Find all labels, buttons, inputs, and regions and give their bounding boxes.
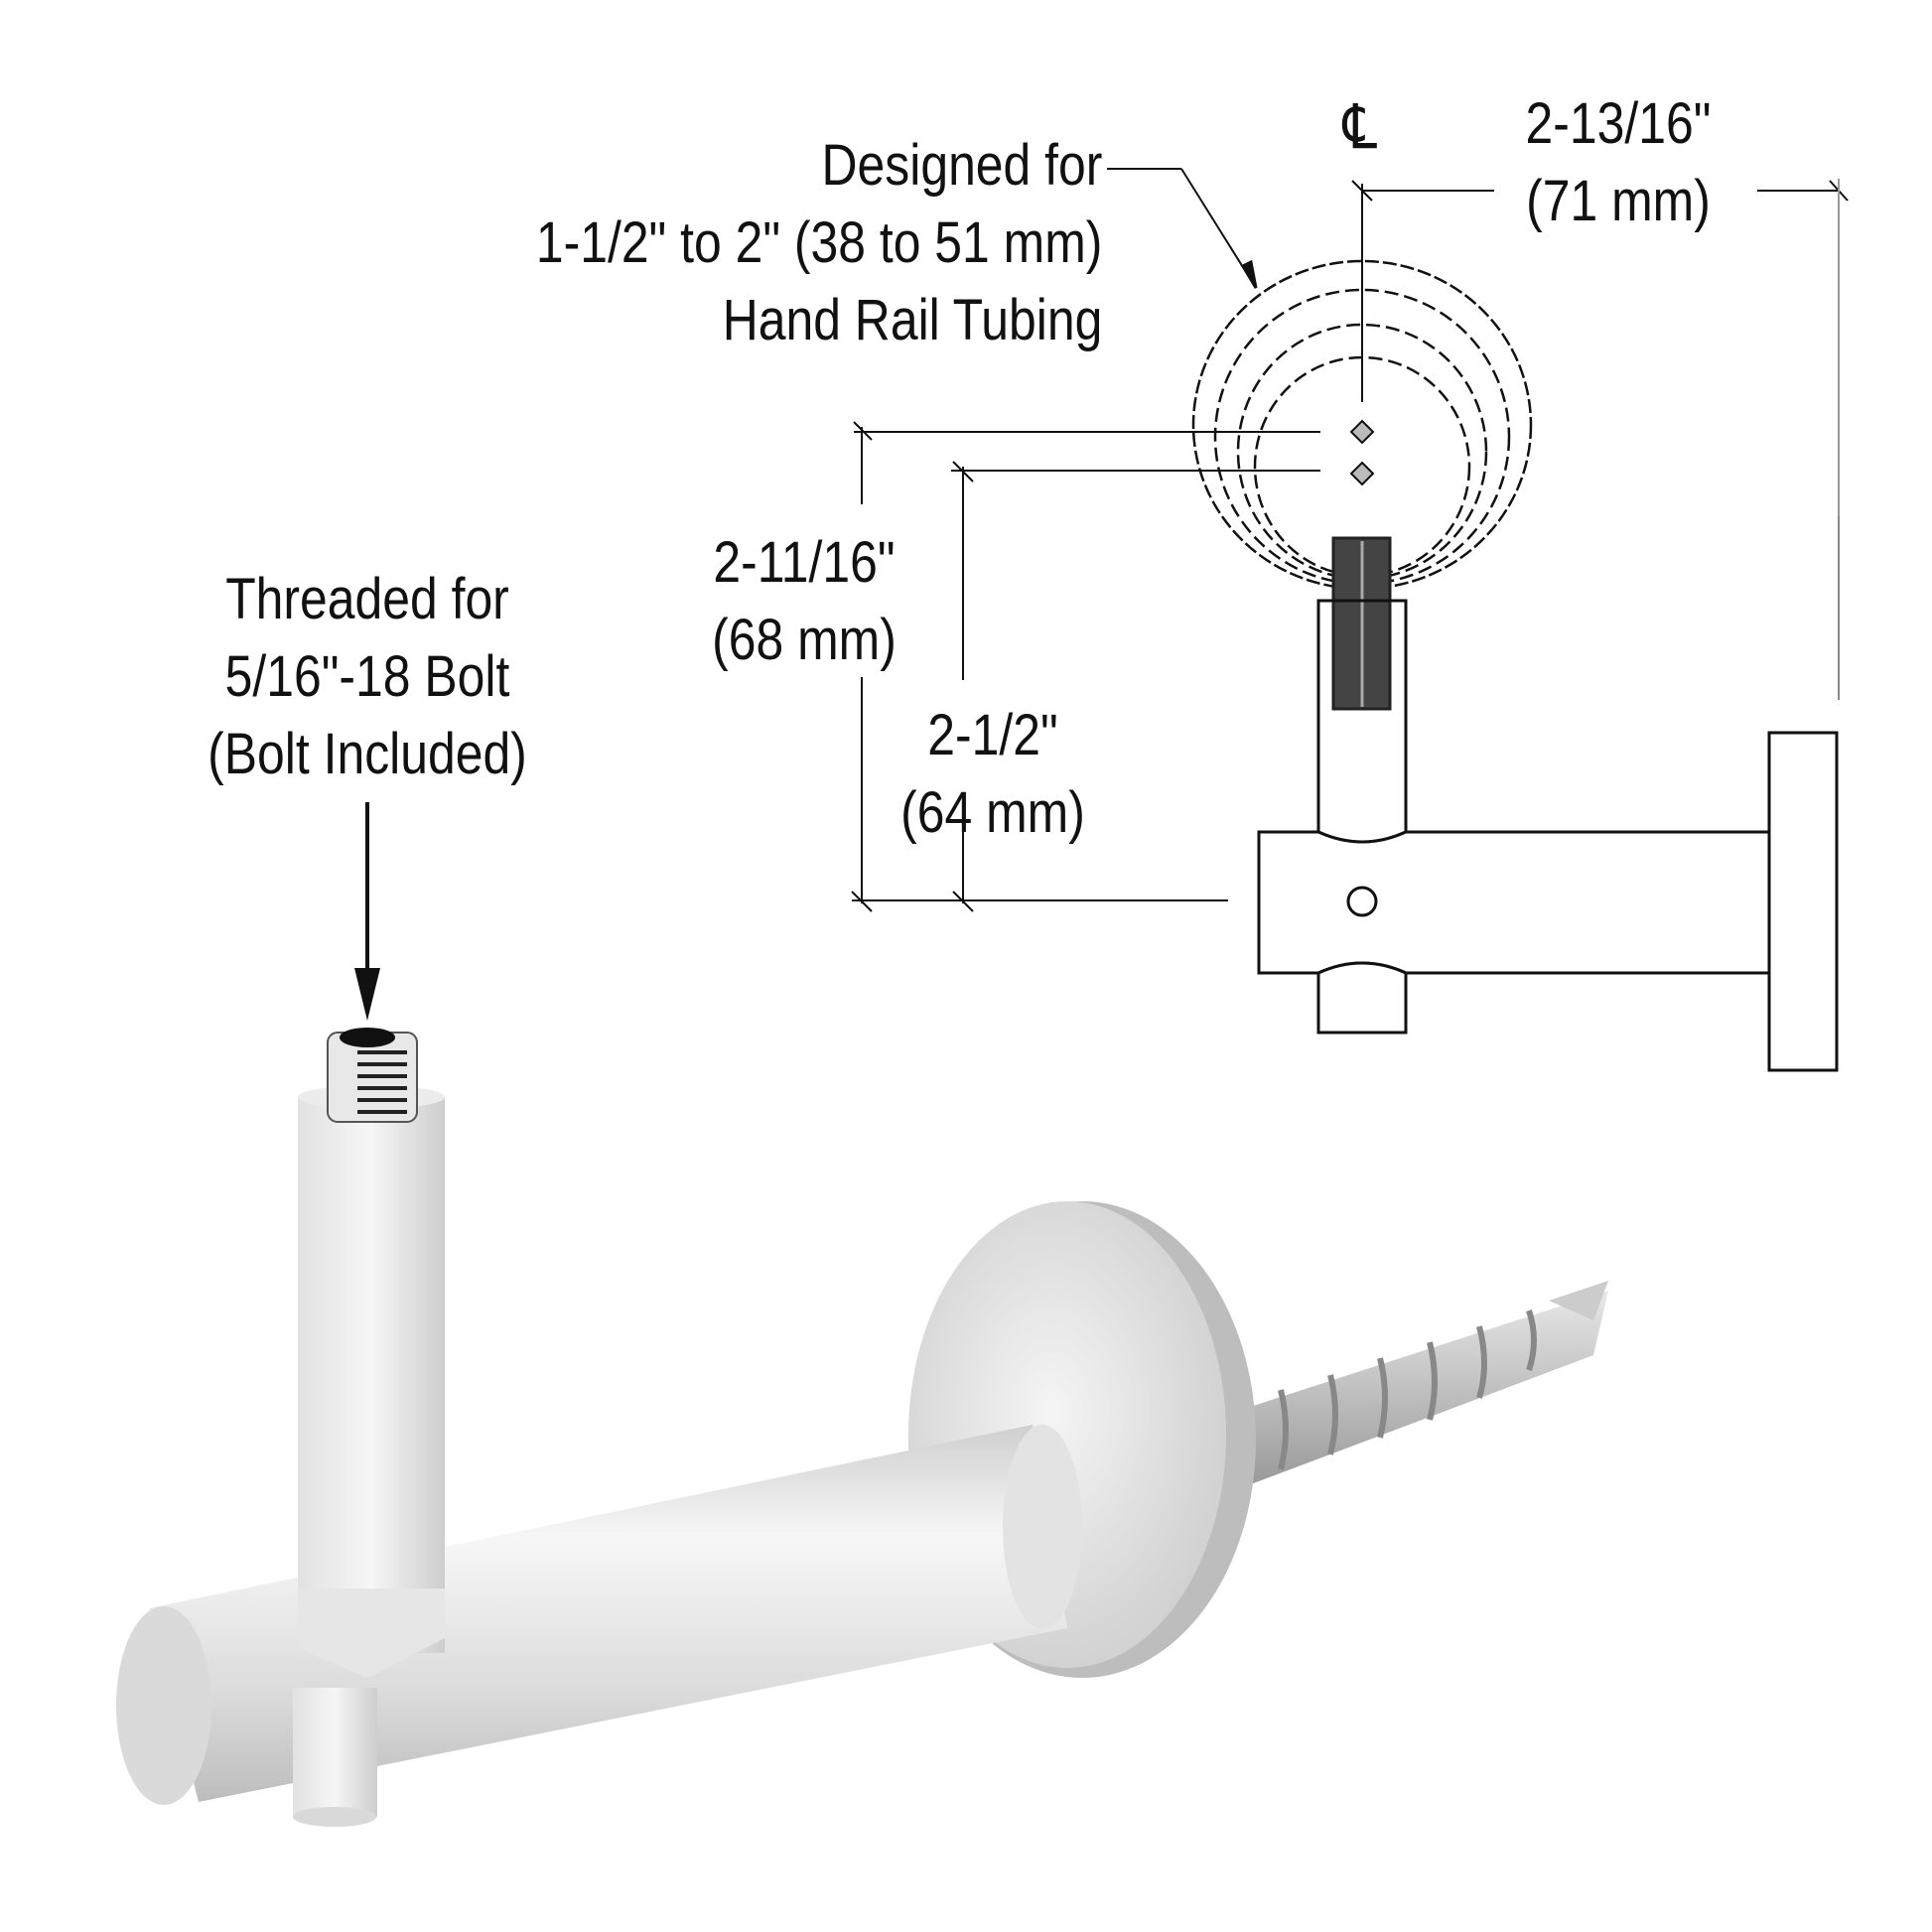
center-point-upper: [1349, 419, 1375, 445]
dimension-horizontal-metric: (71 mm): [1526, 169, 1711, 233]
dimension-height-max: 2-11/16" (68 mm): [676, 524, 932, 679]
support-arm: [149, 1425, 1067, 1802]
tubing-callout-line-2: 1-1/2" to 2" (38 to 51 mm): [535, 210, 1102, 275]
threaded-insert: [327, 1028, 418, 1123]
thread-callout-line-1: Threaded for: [225, 567, 509, 631]
dimension-height-min-metric: (64 mm): [900, 780, 1085, 845]
arm-drawing: [1257, 830, 1771, 975]
lag-screw: [1241, 1281, 1608, 1484]
thread-callout-line-2: 5/16"-18 Bolt: [224, 644, 510, 709]
dimension-horizontal-imperial: 2-13/16": [1525, 91, 1712, 156]
center-point-lower: [1349, 461, 1375, 486]
dimension-height-max-metric: (68 mm): [712, 608, 897, 672]
tubing-callout: Designed for 1-1/2" to 2" (38 to 51 mm) …: [536, 127, 1102, 359]
dimension-horizontal: 2-13/16" (71 mm): [1490, 85, 1746, 240]
centerline-symbol: ℄: [1342, 93, 1378, 162]
dimension-height-min: 2-1/2" (64 mm): [874, 697, 1113, 852]
arm-end-cap: [116, 1606, 211, 1805]
dimension-height-max-imperial: 2-11/16": [713, 530, 896, 595]
thread-callout: Threaded for 5/16"-18 Bolt (Bolt Include…: [188, 561, 546, 793]
wall-flange-drawing: [1767, 731, 1839, 1072]
thread-callout-line-3: (Bolt Included): [207, 722, 527, 786]
set-screw-hole: [1346, 886, 1378, 917]
tubing-callout-line-3: Hand Rail Tubing: [722, 288, 1102, 352]
tubing-callout-line-1: Designed for: [821, 133, 1102, 198]
upright-post: [298, 1097, 445, 1653]
product-photo: [116, 1028, 1608, 1827]
dimension-height-min-imperial: 2-1/2": [927, 703, 1058, 767]
